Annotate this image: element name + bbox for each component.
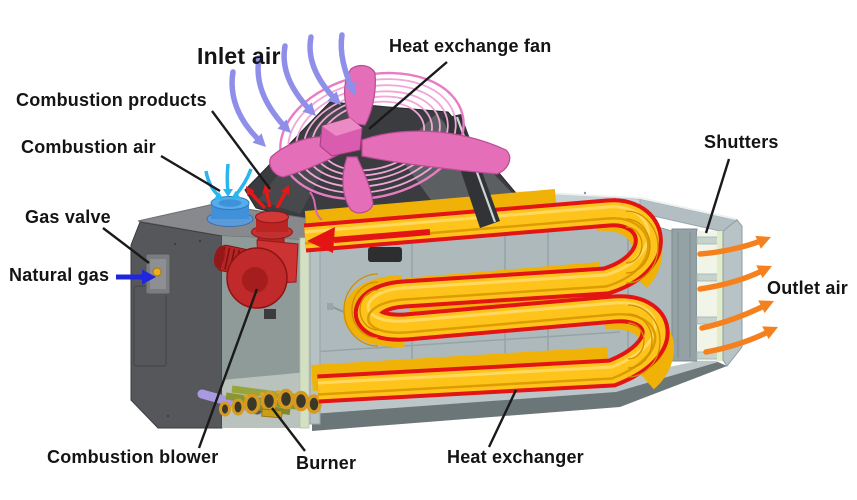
leader-combustion-air — [160, 154, 221, 193]
right-frame — [722, 219, 743, 367]
label-combustion-air: Combustion air — [21, 137, 156, 157]
leader-burner — [271, 407, 306, 452]
wall-slot — [368, 247, 402, 262]
outlet-air-arrows — [697, 235, 778, 355]
leader-combustion-products — [211, 110, 271, 190]
leader-lines — [102, 61, 731, 452]
combustion-products-outlet-cap — [251, 210, 293, 240]
heat-exchanger-graphic — [305, 189, 674, 395]
bottom-edge — [312, 362, 727, 431]
tube-ribs — [343, 210, 661, 378]
label-combustion-blower: Combustion blower — [47, 447, 219, 467]
flue-flow-arrow — [307, 227, 431, 253]
leader-shutters — [704, 158, 731, 234]
combustion-air-arrows — [204, 163, 253, 200]
leader-combustion-blower — [197, 288, 259, 449]
leader-heat-exchange-fan — [368, 61, 448, 130]
label-heat-exchanger: Heat exchanger — [447, 447, 584, 467]
combustion-products-arrows — [246, 184, 289, 210]
label-outlet-air: Outlet air — [767, 278, 849, 298]
gas-valve-indicator — [152, 267, 162, 277]
combustion-air-inlet-cap — [206, 196, 254, 227]
burner-graphic — [197, 385, 322, 419]
label-heat-exchange-fan: Heat exchange fan — [389, 36, 552, 56]
label-combustion-products: Combustion products — [16, 90, 207, 110]
leader-gas-valve — [102, 227, 150, 264]
inlet-air-arrows — [229, 32, 357, 147]
label-inlet-air: Inlet air — [197, 43, 281, 69]
label-shutters: Shutters — [704, 132, 779, 152]
heat-exchange-fan-graphic — [269, 64, 511, 221]
label-natural-gas: Natural gas — [9, 265, 110, 285]
natural-gas-arrow — [116, 269, 156, 285]
leader-heat-exchanger — [487, 389, 518, 448]
label-gas-valve: Gas valve — [25, 207, 111, 227]
combustion-blower-graphic — [214, 221, 299, 309]
label-burner: Burner — [296, 453, 357, 473]
